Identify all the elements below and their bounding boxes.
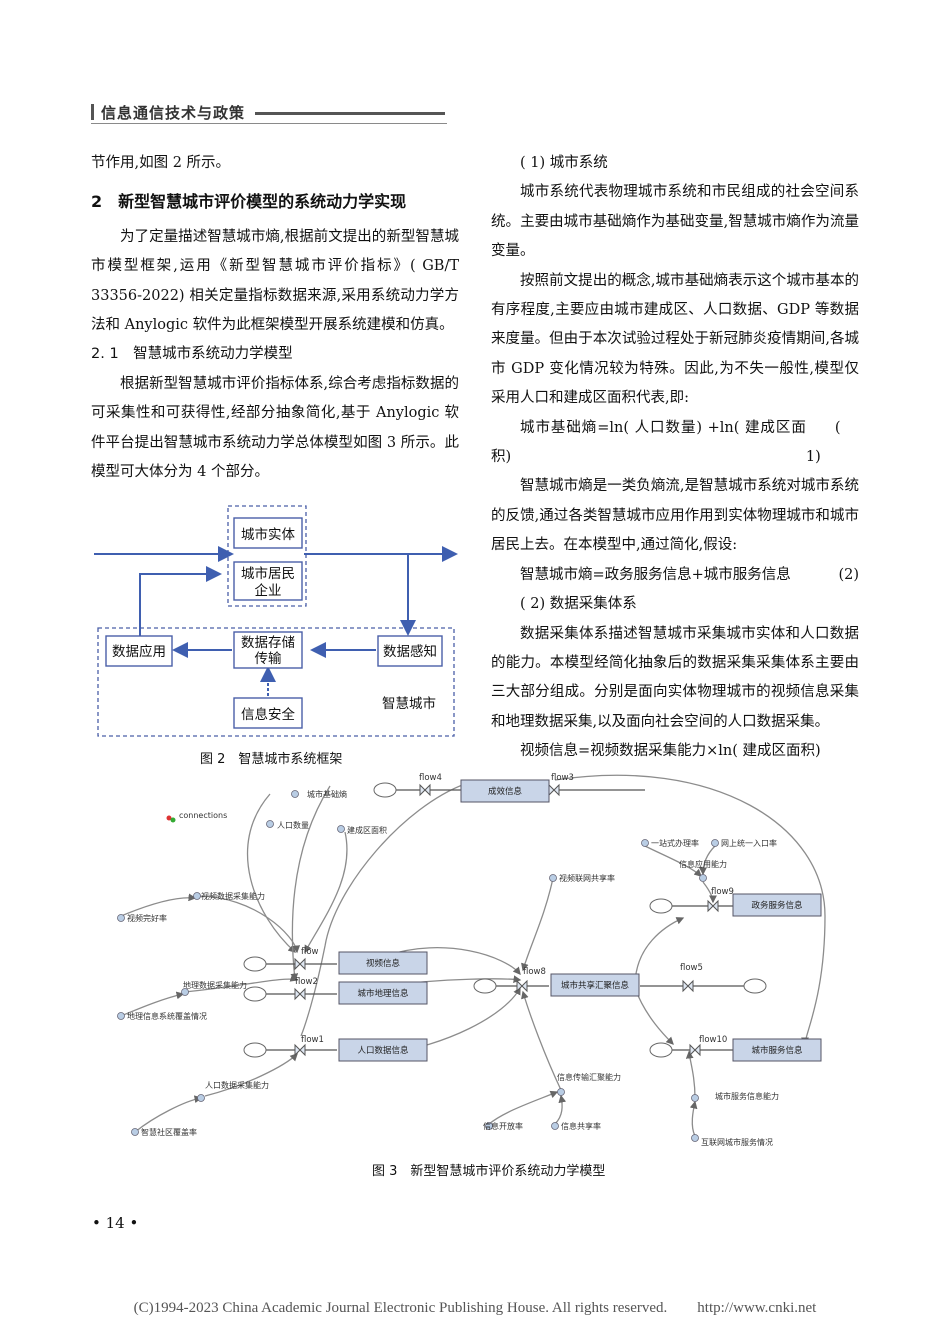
section-heading: 2 新型智慧城市评价模型的系统动力学实现 bbox=[91, 192, 407, 212]
journal-header-rule bbox=[91, 101, 447, 124]
var-one-stop: 一站式办理率 bbox=[651, 838, 699, 848]
stock-video: 视频信息 bbox=[366, 958, 401, 969]
smart-city-group-frame bbox=[97, 627, 455, 737]
var-population: 人口数量 bbox=[277, 820, 309, 830]
flow-label: flow bbox=[301, 947, 319, 957]
equation-1: 城市基础熵=ln( 人口数量) +ln( 建成区面积) ( 1) bbox=[491, 414, 859, 473]
var-pop-cap: 人口数据采集能力 bbox=[205, 1080, 269, 1090]
flow10-label: flow10 bbox=[699, 1035, 727, 1045]
var-video-cap: 视频数据采集能力 bbox=[201, 891, 265, 901]
sensing-box bbox=[377, 635, 443, 667]
subheading: ( 1) 城市系统 bbox=[520, 155, 608, 171]
connections-label: connections bbox=[179, 811, 227, 820]
equation-number: (2) bbox=[838, 566, 859, 583]
page-number: • 14 • bbox=[92, 1214, 139, 1232]
stock-service: 城市服务信息 bbox=[751, 1045, 803, 1056]
copyright-footer: (C)1994-2023 China Academic Journal Elec… bbox=[133, 1300, 817, 1316]
stock-geo: 城市地理信息 bbox=[357, 988, 409, 999]
var-base-entropy: 城市基础熵 bbox=[307, 789, 347, 799]
var-geo-cover: 地理信息系统覆盖情况 bbox=[127, 1011, 207, 1021]
paragraph: 按照前文提出的概念,城市基础熵表示这个城市基本的有序程度,主要应由城市建成区、人… bbox=[491, 272, 859, 407]
city-entity-box bbox=[233, 517, 303, 549]
flow1-label: flow1 bbox=[301, 1035, 324, 1045]
equation-2: 智慧城市熵=政务服务信息+城市服务信息 (2) bbox=[491, 561, 859, 590]
paragraph: 数据采集体系描述智慧城市采集城市实体和人口数据的能力。本模型经简化抽象后的数据采… bbox=[491, 625, 859, 730]
storage-box bbox=[233, 631, 303, 669]
flow8-label: flow8 bbox=[523, 967, 546, 977]
var-online-one: 网上统一入口率 bbox=[721, 838, 777, 848]
journal-header-mark bbox=[91, 104, 94, 120]
residents-label-2: 企业 bbox=[255, 582, 282, 599]
var-open-rate: 信息开放率 bbox=[483, 1121, 523, 1131]
var-built-area: 建成区面积 bbox=[347, 825, 387, 835]
data-app-box bbox=[105, 635, 173, 667]
sensing-label: 数据感知 bbox=[383, 643, 437, 660]
security-label: 信息安全 bbox=[241, 706, 295, 723]
var-share-rate: 信息共享率 bbox=[561, 1121, 601, 1131]
city-group-frame bbox=[227, 505, 307, 607]
var-community: 智慧社区覆盖率 bbox=[141, 1127, 197, 1137]
city-entity-label: 城市实体 bbox=[241, 526, 295, 543]
var-service-cap: 城市服务信息能力 bbox=[715, 1091, 779, 1101]
journal-title: 信息通信技术与政策 bbox=[101, 104, 246, 122]
security-box bbox=[233, 697, 303, 729]
subheading: ( 2) 数据采集体系 bbox=[520, 596, 637, 613]
figure-2-diagram: 城市实体 城市居民 企业 数据应用 数据存储 传输 数据感知 信息安全 智慧城市 bbox=[94, 505, 458, 737]
left-column: 节作用,如图 2 所示。 2 新型智慧城市评价模型的系统动力学实现 为了定量描述… bbox=[91, 149, 459, 487]
stock-gov: 政务服务信息 bbox=[751, 900, 803, 911]
residents-box bbox=[233, 561, 303, 601]
paragraph: 为了定量描述智慧城市熵,根据前文提出的新型智慧城市模型框架,运用《新型智慧城市评… bbox=[91, 228, 459, 334]
flow4-label: flow4 bbox=[419, 773, 442, 783]
paragraph: 根据新型智慧城市评价指标体系,综合考虑指标数据的可采集性和可获得性,经部分抽象简… bbox=[91, 375, 459, 481]
stock-share: 城市共享汇聚信息 bbox=[561, 980, 630, 991]
figure-3-diagram: flow4 flow3 flow flow2 flow1 flow8 flow5… bbox=[117, 773, 826, 1147]
flow9-label: flow9 bbox=[711, 887, 734, 897]
var-video-share: 视频联网共享率 bbox=[559, 873, 615, 883]
flow5-label: flow5 bbox=[680, 963, 703, 973]
storage-label-2: 传输 bbox=[255, 651, 282, 667]
equation-3: 视频信息=视频数据采集能力×ln( 建成区面积) bbox=[520, 743, 821, 760]
figure-2-caption: 图 2 智慧城市系统框架 bbox=[200, 752, 343, 767]
var-transfer-cap: 信息传输汇聚能力 bbox=[557, 1072, 621, 1082]
data-app-label: 数据应用 bbox=[112, 643, 166, 660]
stock-effect: 成效信息 bbox=[488, 786, 523, 797]
var-internet-service: 互联网城市服务情况 bbox=[701, 1137, 773, 1147]
flow2-label: flow2 bbox=[295, 977, 318, 987]
var-app-cap: 信息应用能力 bbox=[679, 859, 727, 869]
smart-city-label: 智慧城市 bbox=[382, 695, 436, 712]
figure-3-caption: 图 3 新型智慧城市评价系统动力学模型 bbox=[372, 1164, 606, 1179]
var-geo-cap: 地理数据采集能力 bbox=[183, 980, 247, 990]
right-column: ( 1) 城市系统 城市系统代表物理城市系统和市民组成的社会空间系统。主要由城市… bbox=[491, 149, 859, 767]
storage-label-1: 数据存储 bbox=[241, 635, 295, 651]
journal-header-dash bbox=[255, 112, 445, 115]
paragraph: 城市系统代表物理城市系统和市民组成的社会空间系统。主要由城市基础熵作为基础变量,… bbox=[491, 184, 859, 260]
equation-number: ( 1) bbox=[805, 419, 841, 466]
paragraph: 智慧城市熵是一类负熵流,是智慧城市系统对城市系统的反馈,通过各类智慧城市应用作用… bbox=[491, 478, 859, 554]
equation-text: 智慧城市熵=政务服务信息+城市服务信息 bbox=[520, 566, 791, 583]
flow3-label: flow3 bbox=[551, 773, 574, 783]
residents-label-1: 城市居民 bbox=[241, 565, 295, 582]
paragraph: 节作用,如图 2 所示。 bbox=[91, 155, 231, 171]
var-video-good: 视频完好率 bbox=[127, 913, 167, 923]
subsection-heading: 2. 1 智慧城市系统动力学模型 bbox=[91, 346, 293, 363]
equation-text: 城市基础熵=ln( 人口数量) +ln( 建成区面积) bbox=[491, 419, 806, 466]
stock-pop: 人口数据信息 bbox=[357, 1045, 409, 1056]
